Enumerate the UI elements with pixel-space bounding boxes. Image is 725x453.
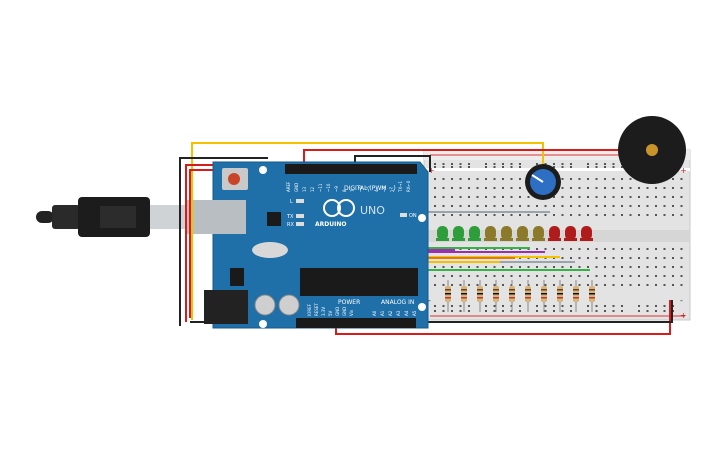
gnd-label-1: GND [335,307,340,316]
analog-pin-label: A2 [388,310,393,316]
arduino-logo-icon [323,199,341,217]
mount-hole [259,320,267,328]
digital-label: DIGITAL (PWM ~) [344,185,396,192]
gnd-label-2: GND [342,307,347,316]
arduino-model: UNO [360,204,385,217]
v33-label: 3.3V [321,307,326,316]
led[interactable] [580,226,593,241]
digital-pin-label: ~11 [318,183,323,192]
led[interactable] [452,226,465,241]
led[interactable] [532,226,545,241]
arduino-brand: ARDUINO [315,221,346,228]
breadboard-plus-label-bottom: + [680,311,687,320]
digital-pin-label: 13 [302,186,307,192]
led[interactable] [436,226,449,241]
digital-pin-label: ~5 [366,186,371,192]
vin-label: Vin [349,309,354,316]
mount-hole [418,214,426,222]
analog-pin-label: A5 [412,310,417,316]
v5-label: 5V [328,310,333,316]
led[interactable] [548,226,561,241]
analog-label: ANALOG IN [381,299,414,306]
resistor[interactable] [589,280,595,312]
digital-pin-label: 12 [310,186,315,192]
led[interactable] [564,226,577,241]
resistor[interactable] [477,280,483,312]
digital-pin-label: ~9 [334,186,339,192]
analog-pin-label: A0 [372,310,377,316]
potentiometer-icon[interactable] [525,164,561,200]
resistor[interactable] [541,280,547,312]
resistor[interactable] [461,280,467,312]
usb-port [206,200,246,234]
resistor[interactable] [509,280,515,312]
on-label: ON [409,213,417,219]
capacitor-1 [254,294,276,316]
led[interactable] [468,226,481,241]
power-label: POWER [338,299,360,306]
power-analog-header[interactable] [296,318,416,328]
piezo-buzzer-icon[interactable] [618,116,686,184]
led[interactable] [516,226,529,241]
wire-yellow-top[interactable] [191,142,544,320]
reset-pin-label: RESET [314,303,319,316]
resistor[interactable] [445,280,451,312]
analog-pin-label: A4 [404,310,409,316]
resistor[interactable] [525,280,531,312]
crystal [252,242,288,258]
regulator [230,268,244,286]
atmega-chip [300,268,418,296]
digital-pin-label: 7 [350,189,355,192]
capacitor-2 [278,294,300,316]
arduino-board[interactable]: ARDUINO UNO DIGITAL (PWM ~) POWER ANALOG… [204,161,429,329]
resistor[interactable] [573,280,579,312]
power-jack [204,290,248,324]
wire-red-left[interactable] [185,164,215,322]
breadboard-plus-label-right: + [680,166,687,175]
digital-pin-label: GND [294,183,299,192]
ioref-label: IOREF [307,303,312,316]
digital-pin-label: AREF [286,181,291,192]
usb-chip [267,212,281,226]
rx-label: RX [287,222,294,228]
resistor[interactable] [557,280,563,312]
led[interactable] [500,226,513,241]
wire-black-left[interactable] [179,157,268,326]
digital-pin-label: 2 [390,189,395,192]
digital-pin-label: 8 [342,189,347,192]
digital-pin-label: ~10 [326,183,331,192]
resistor[interactable] [493,280,499,312]
tx-label: TX [286,214,294,220]
l-label: L [290,199,293,205]
digital-pin-label: 4 [374,189,379,192]
power-pin-labels: IOREF RESET 3.3V 5V GND GND Vin [307,303,354,316]
digital-pin-label: RX←0 [406,180,411,192]
leds[interactable] [436,226,593,241]
digital-header[interactable] [285,164,417,174]
digital-pin-label: ~3 [382,186,387,192]
mount-hole [259,166,267,174]
reset-button[interactable] [228,173,240,185]
breadboard-minus-label-left: - [428,296,431,305]
digital-pin-label: ~6 [358,186,363,192]
mount-hole [418,303,426,311]
breadboard-minus-label: - [680,296,683,305]
analog-pin-label: A1 [380,310,385,316]
digital-pin-label: TX→1 [398,180,403,193]
resistors[interactable] [445,280,595,312]
led[interactable] [484,226,497,241]
breadboard-plus-label: + [428,166,435,175]
analog-pin-label: A3 [396,310,401,316]
